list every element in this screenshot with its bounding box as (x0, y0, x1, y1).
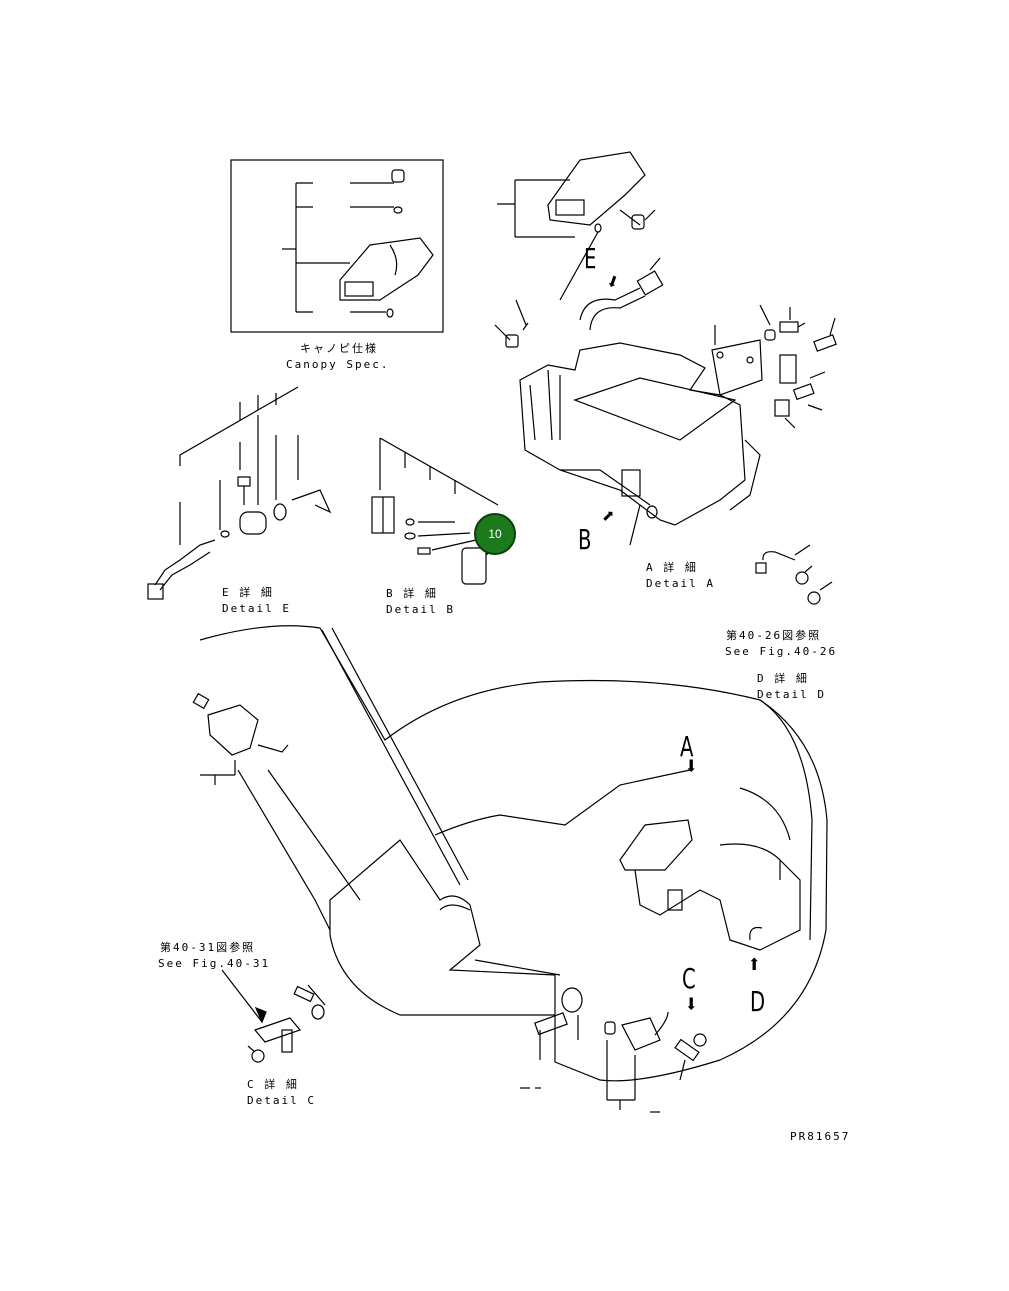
detail-c-ref-en: See Fig.40-31 (158, 957, 271, 970)
detail-c-label-en: Detail C (247, 1094, 316, 1107)
arrow-c-icon: ⬇ (684, 990, 699, 1018)
detail-d-label-en: Detail D (757, 688, 826, 701)
detail-e-label-jp: E 詳 細 (222, 586, 274, 599)
detail-c-parts (221, 969, 326, 1063)
detail-d-ref-en: See Fig.40-26 (725, 645, 838, 658)
view-letter-a: A (680, 730, 694, 763)
arrow-a-icon: ⬇ (684, 752, 699, 780)
detail-d-parts (755, 544, 833, 605)
main-console-assembly (494, 151, 761, 546)
detail-e-label-en: Detail E (222, 602, 291, 615)
canopy-spec-label-jp: キャノピ仕様 (300, 342, 378, 355)
machine-body (192, 625, 828, 1113)
detail-d-ref-jp: 第40-26図参照 (726, 629, 822, 642)
view-letter-b: B (578, 523, 592, 556)
view-letter-c: C (682, 962, 696, 995)
detail-c-ref-jp: 第40-31図参照 (160, 941, 256, 954)
detail-a-label-jp: A 詳 細 (646, 561, 698, 574)
detail-b-label-jp: B 詳 細 (386, 587, 438, 600)
drawing-number: PR81657 (790, 1130, 851, 1143)
detail-b-label-en: Detail B (386, 603, 455, 616)
canopy-spec-box (230, 159, 444, 333)
part-callout-10[interactable]: 10 (474, 513, 516, 555)
view-letter-d: D (750, 985, 766, 1018)
detail-c-label-jp: C 詳 細 (247, 1078, 299, 1091)
detail-a-label-en: Detail A (646, 577, 715, 590)
arrow-d-icon: ⬆ (747, 950, 762, 978)
detail-a-hardware (711, 304, 837, 429)
canopy-spec-label-en: Canopy Spec. (286, 358, 390, 371)
detail-d-label-jp: D 詳 細 (757, 672, 809, 685)
detail-b-parts (371, 437, 499, 585)
view-letter-e: E (584, 242, 597, 275)
detail-e-parts (147, 386, 332, 600)
